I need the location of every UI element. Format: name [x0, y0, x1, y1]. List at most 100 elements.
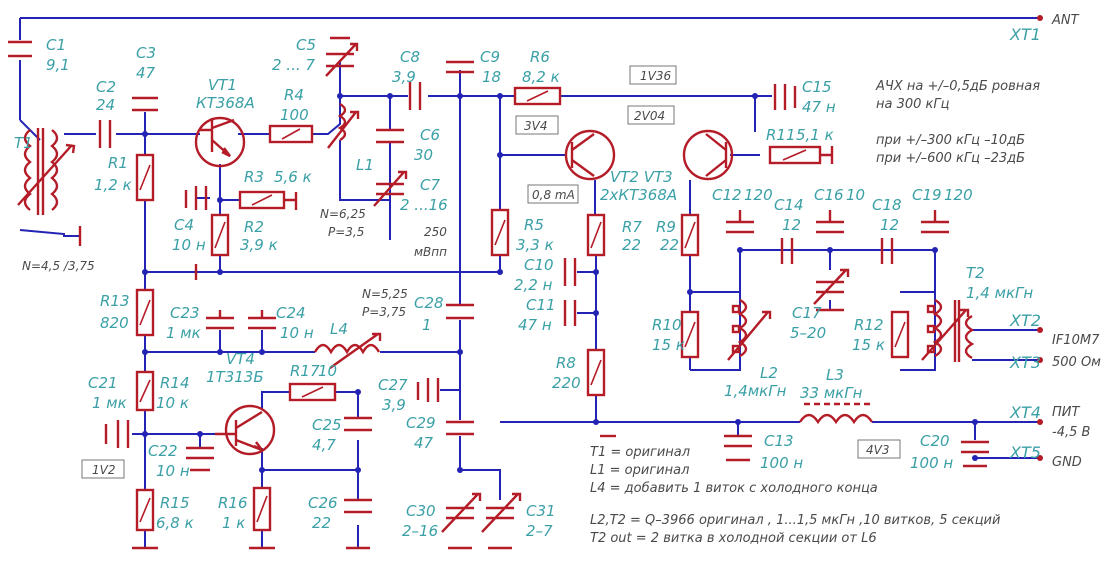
note-l4: L4 = добавить 1 виток с холодного конца: [590, 481, 878, 496]
l4-pitch: P=3,75: [362, 305, 406, 319]
measurements: 1V36 2V04 3V4 1V2 4V3 0,8 mA 250 мВпп: [81, 65, 901, 479]
label-pwr: ПИТ: [1052, 405, 1081, 420]
ref-c26: C26: [308, 494, 338, 512]
val-r7: 22: [622, 236, 641, 254]
meas-amp-unit: мВпп: [414, 245, 447, 259]
inductor-l3: [798, 402, 874, 425]
capacitor-c10: [563, 258, 577, 286]
capacitor-c6: [376, 128, 404, 144]
junctions: [142, 93, 978, 473]
capacitor-c13: [724, 434, 752, 462]
val-c8: 3,9: [392, 68, 416, 86]
ref-c4: C4: [174, 216, 194, 234]
val-c4: 10 н: [172, 236, 206, 254]
ref-r7: R7: [622, 218, 642, 236]
ref-t2: T2: [966, 264, 985, 282]
l1-turns: N=6,25: [320, 207, 366, 221]
ref-c29: C29: [406, 414, 436, 432]
ref-r9: R9: [656, 218, 676, 236]
ref-r6: R6: [530, 48, 550, 66]
val-c23: 1 мк: [166, 324, 201, 342]
val-c26: 22: [312, 514, 331, 532]
ports: ANT XT1 XT2 XT3 IF10M7 500 Ом XT4 ПИТ -4…: [1009, 13, 1101, 470]
capacitor-c25: [344, 416, 372, 432]
resistor-r3: [238, 190, 298, 210]
val-c11: 47 н: [518, 316, 552, 334]
transistor-vt4: [215, 404, 276, 456]
resistor-r9: [680, 213, 700, 257]
type-vt2: 2xКТ368А: [600, 186, 677, 204]
capacitor-c28: [446, 303, 474, 320]
val-c22: 10 н: [156, 462, 190, 480]
resistor-r6: [513, 86, 562, 106]
val-r13: 820: [100, 314, 129, 332]
note-t1: Т1 = оригинал: [590, 445, 690, 460]
meas-3v4: 3V4: [524, 119, 547, 133]
val-c16: 10: [846, 186, 865, 204]
ref-r17: R17: [290, 362, 320, 380]
capacitor-c3: [132, 96, 158, 112]
ref-vt1: VT1: [208, 76, 237, 94]
ref-c13: C13: [764, 432, 794, 450]
capacitor-c1: [8, 40, 32, 58]
ref-c11: C11: [526, 296, 556, 314]
ref-l4: L4: [330, 320, 348, 338]
label-gnd: GND: [1052, 455, 1082, 470]
ref-r13: R13: [100, 292, 130, 310]
val-l3: 33 мкГн: [800, 384, 863, 402]
label-xt4: XT4: [1009, 403, 1041, 422]
resistor-r10: [680, 310, 700, 359]
ref-r14: R14: [160, 374, 190, 392]
val-c2: 24: [96, 96, 115, 114]
transistor-vt1: [194, 116, 246, 168]
capacitor-c26: [344, 498, 372, 550]
capacitor-c7: [373, 170, 408, 207]
ref-c24: C24: [276, 304, 306, 322]
ref-l2: L2: [760, 364, 778, 382]
val-c30: 2–16: [402, 522, 438, 540]
ref-c6: C6: [420, 126, 440, 144]
capacitor-c5: [325, 36, 359, 77]
resistor-r12: [890, 310, 910, 359]
capacitor-c19: [921, 210, 949, 234]
ref-l3: L3: [826, 366, 844, 384]
capacitor-c15: [773, 84, 797, 110]
capacitor-c27: [416, 378, 440, 402]
capacitor-c8: [408, 82, 422, 110]
ref-c28: C28: [414, 294, 444, 312]
val-c3: 47: [136, 64, 156, 82]
resistor-r5: [490, 208, 510, 257]
resistor-r7: [586, 213, 606, 257]
label-xt5: XT5: [1009, 443, 1041, 462]
meas-4v3: 4V3: [866, 443, 889, 457]
label-if: IF10M7: [1052, 333, 1100, 348]
label-ohm: 500 Ом: [1052, 355, 1101, 370]
component-labels: C1 9,1 C2 24 C3 47 T1 VT1 КТ368А R4 100 …: [14, 36, 1033, 540]
ref-c27: C27: [378, 376, 408, 394]
val-c20: 100 н: [910, 454, 953, 472]
ref-t1: T1: [14, 134, 33, 152]
ref-c15: C15: [802, 78, 832, 96]
capacitor-c16: [816, 210, 844, 234]
capacitor-c12: [726, 210, 754, 234]
val-c12: 120: [744, 186, 773, 204]
meas-amp: 250: [424, 225, 447, 239]
val-r10: 15 к: [652, 336, 685, 354]
val-r12: 15 к: [852, 336, 885, 354]
ref-c20: C20: [920, 432, 950, 450]
note-l2t2: L2,T2 = Q–3966 оригинал , 1...1,5 мкГн ,…: [590, 513, 1000, 528]
ref-vt2: VT2 VT3: [610, 168, 673, 186]
transistor-vt2: [564, 129, 616, 181]
ref-r8: R8: [556, 354, 576, 372]
resistor-r17: [288, 382, 337, 402]
ref-r12: R12: [854, 316, 884, 334]
meas-current: 0,8 mA: [532, 188, 575, 202]
note-l1: L1 = оригинал: [590, 463, 689, 478]
val-c17: 5–20: [790, 324, 826, 342]
meas-1v36: 1V36: [640, 69, 671, 83]
val-c9: 18: [482, 68, 501, 86]
ref-r15: R15: [160, 494, 190, 512]
ref-l1: L1: [356, 156, 374, 174]
ref-c3: C3: [136, 44, 156, 62]
val-r16: 1 к: [222, 514, 245, 532]
